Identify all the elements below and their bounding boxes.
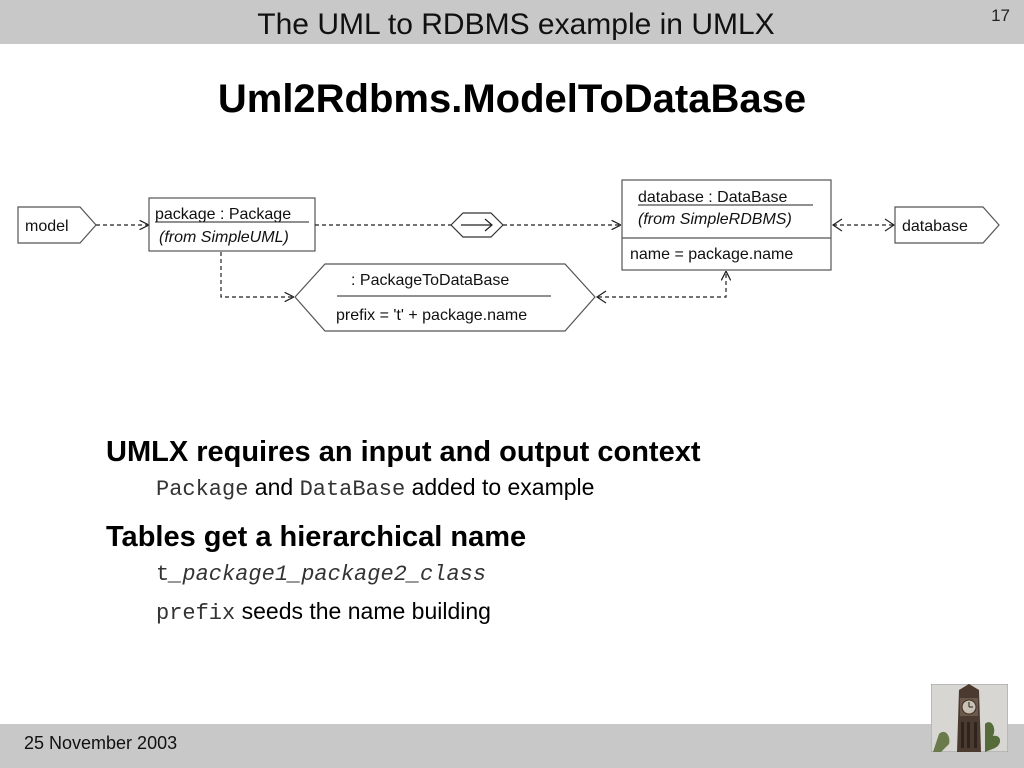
code-database: DataBase — [299, 477, 406, 502]
header-bar — [0, 0, 1024, 44]
bullet-context-detail: Package and DataBase added to example — [156, 472, 701, 505]
footer-date: 25 November 2003 — [24, 733, 178, 753]
bullet-naming-title: Tables get a hierarchical name — [106, 521, 527, 553]
model-port: model — [17, 206, 97, 244]
database-class-name: database : DataBase — [638, 189, 788, 206]
footer-bar — [0, 724, 1024, 768]
uml-diagram: model package : Package (from SimpleUML)… — [17, 179, 1000, 332]
bullet-context-and: and — [248, 474, 300, 500]
database-class-box: database : DataBase (from SimpleRDBMS) n… — [621, 179, 832, 271]
bullet-context-tail: added to example — [405, 474, 595, 500]
database-class-attribute: name = package.name — [630, 246, 793, 263]
bullet-context-title: UMLX requires an input and output contex… — [106, 436, 701, 468]
slide-heading: Uml2Rdbms.ModelToDataBase — [217, 77, 807, 121]
transformation-expression: prefix = 't' + package.name — [336, 307, 527, 324]
code-table-pattern: _package1_package2_class — [169, 562, 487, 587]
code-package: Package — [156, 477, 249, 502]
slide-header-title: The UML to RDBMS example in UMLX — [257, 8, 775, 41]
code-prefix: prefix — [156, 601, 236, 626]
database-class-origin: (from SimpleRDBMS) — [638, 211, 792, 228]
connector-package-transform — [220, 252, 293, 297]
clock-tower-image — [931, 684, 1008, 752]
slide-number: 17 — [991, 6, 1010, 25]
package-class-box: package : Package (from SimpleUML) — [148, 197, 316, 252]
database-port-label: database — [902, 218, 968, 235]
bullet-naming-pattern: t_package1_package2_class — [156, 557, 701, 590]
transformation-name: : PackageToDataBase — [351, 272, 509, 289]
bullet-list: UMLX requires an input and output contex… — [106, 432, 701, 641]
package-class-origin: (from SimpleUML) — [159, 229, 289, 246]
database-port: database — [894, 206, 1000, 244]
model-port-label: model — [25, 218, 69, 235]
connector-transform-database — [598, 272, 726, 298]
package-class-name: package : Package — [155, 206, 291, 223]
evolution-icon — [450, 212, 504, 238]
transformation-box: : PackageToDataBase prefix = 't' + packa… — [294, 263, 596, 332]
bullet-naming-prefix: prefix seeds the name building — [156, 596, 701, 629]
bullet-prefix-tail: seeds the name building — [235, 598, 491, 624]
code-table-prefix: t — [156, 562, 170, 587]
